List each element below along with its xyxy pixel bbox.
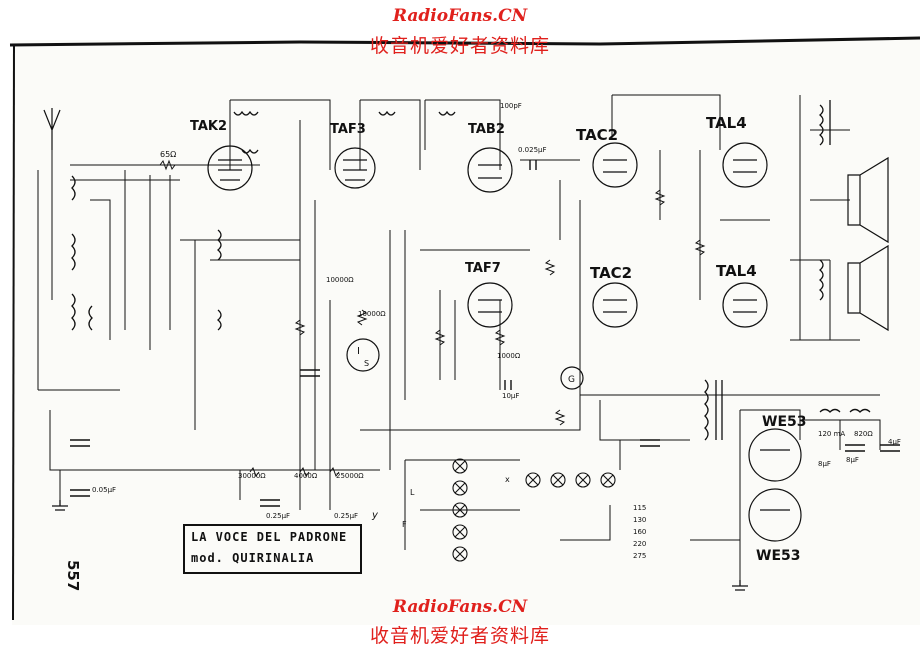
resistors	[159, 159, 706, 478]
label-voltage-275: 275	[633, 552, 646, 560]
label-c-025-a: 0.25μF	[266, 512, 290, 520]
label-tube-tal4-top: TAL4	[706, 114, 747, 132]
watermark-cn-top: 收音机爱好者资料库	[369, 35, 550, 57]
tube-we53-top	[748, 428, 802, 482]
tube-taf3	[334, 147, 376, 189]
label-switch-x: x	[505, 475, 510, 484]
paper-edge	[9, 36, 920, 47]
label-r-820: 820Ω	[854, 430, 873, 438]
label-switch-f: F	[402, 520, 407, 529]
label-c-10: 10μF	[502, 392, 519, 400]
title-line-1: LA VOCE DEL PADRONE	[191, 530, 348, 544]
label-r-120: 120 mA	[818, 430, 845, 438]
label-c-025-b: 0.25μF	[334, 512, 358, 520]
coils	[71, 100, 871, 441]
label-tube-tab2: TAB2	[468, 122, 505, 137]
label-voltage-130: 130	[633, 516, 646, 524]
capacitors	[70, 160, 900, 507]
label-tube-tak2: TAK2	[190, 119, 227, 134]
ground-symbols	[52, 500, 748, 591]
title-box: LA VOCE DEL PADRONE mod. QUIRINALIA	[183, 524, 362, 574]
label-c-8-a: 8μF	[846, 456, 859, 464]
label-c-005-a: 0.05μF	[92, 486, 116, 494]
tube-taf7	[467, 282, 513, 328]
page-number: 557	[64, 560, 82, 592]
label-r-1000: 1000Ω	[497, 352, 521, 360]
antenna-symbol	[43, 108, 61, 150]
title-line-2: mod. QUIRINALIA	[191, 551, 315, 565]
label-c-4: 4μF	[888, 438, 901, 446]
watermark-site-bottom: RadioFans.CN	[392, 597, 528, 617]
label-tube-tac2-top: TAC2	[576, 126, 618, 144]
label-tube-tal4-bottom: TAL4	[716, 262, 757, 280]
tube-tal4-top	[722, 142, 768, 188]
label-meter-i: I	[357, 346, 360, 357]
indicator-meter	[346, 338, 380, 372]
label-r-4000: 4000Ω	[294, 472, 318, 480]
label-tube-we53-bottom: WE53	[756, 548, 801, 564]
tube-we53-bottom	[748, 488, 802, 542]
tube-tab2	[467, 147, 513, 193]
label-voltage-160: 160	[633, 528, 646, 536]
tube-tak2	[207, 145, 253, 191]
label-c-8-b: 8μF	[818, 460, 831, 468]
label-r-10000-a: 10000Ω	[326, 276, 354, 284]
label-r-30000: 30000Ω	[238, 472, 266, 480]
label-voltage-220: 220	[633, 540, 646, 548]
speaker-top	[847, 156, 889, 244]
label-tube-we53-top: WE53	[762, 414, 807, 430]
watermark-cn-bottom: 收音机爱好者资料库	[369, 625, 550, 647]
tube-tal4-bottom	[722, 282, 768, 328]
tube-tac2-bottom	[592, 282, 638, 328]
label-c-100pf: 100pF	[500, 102, 522, 110]
pilot-lamps	[452, 458, 616, 562]
g-meter	[560, 366, 584, 390]
label-tube-taf3: TAF3	[330, 122, 366, 137]
label-r-25000: 25000Ω	[336, 472, 364, 480]
label-meter-g: G	[568, 375, 575, 385]
label-switch-l: L	[410, 488, 415, 497]
paper-left-edge	[12, 44, 15, 621]
watermark-site-top: RadioFans.CN	[392, 6, 528, 26]
label-tube-tac2-bottom: TAC2	[590, 264, 632, 282]
label-c-0025: 0.025μF	[518, 146, 547, 154]
label-r-10000-b: 10000Ω	[358, 310, 386, 318]
label-voltage-115: 115	[633, 504, 646, 512]
wiring	[37, 94, 881, 580]
label-r-65: 65Ω	[160, 150, 176, 159]
tube-tac2-top	[592, 142, 638, 188]
speaker-bottom	[847, 244, 889, 332]
label-tube-taf7: TAF7	[465, 261, 501, 276]
label-switch-y: y	[371, 510, 379, 521]
label-meter-s: S	[364, 359, 369, 368]
